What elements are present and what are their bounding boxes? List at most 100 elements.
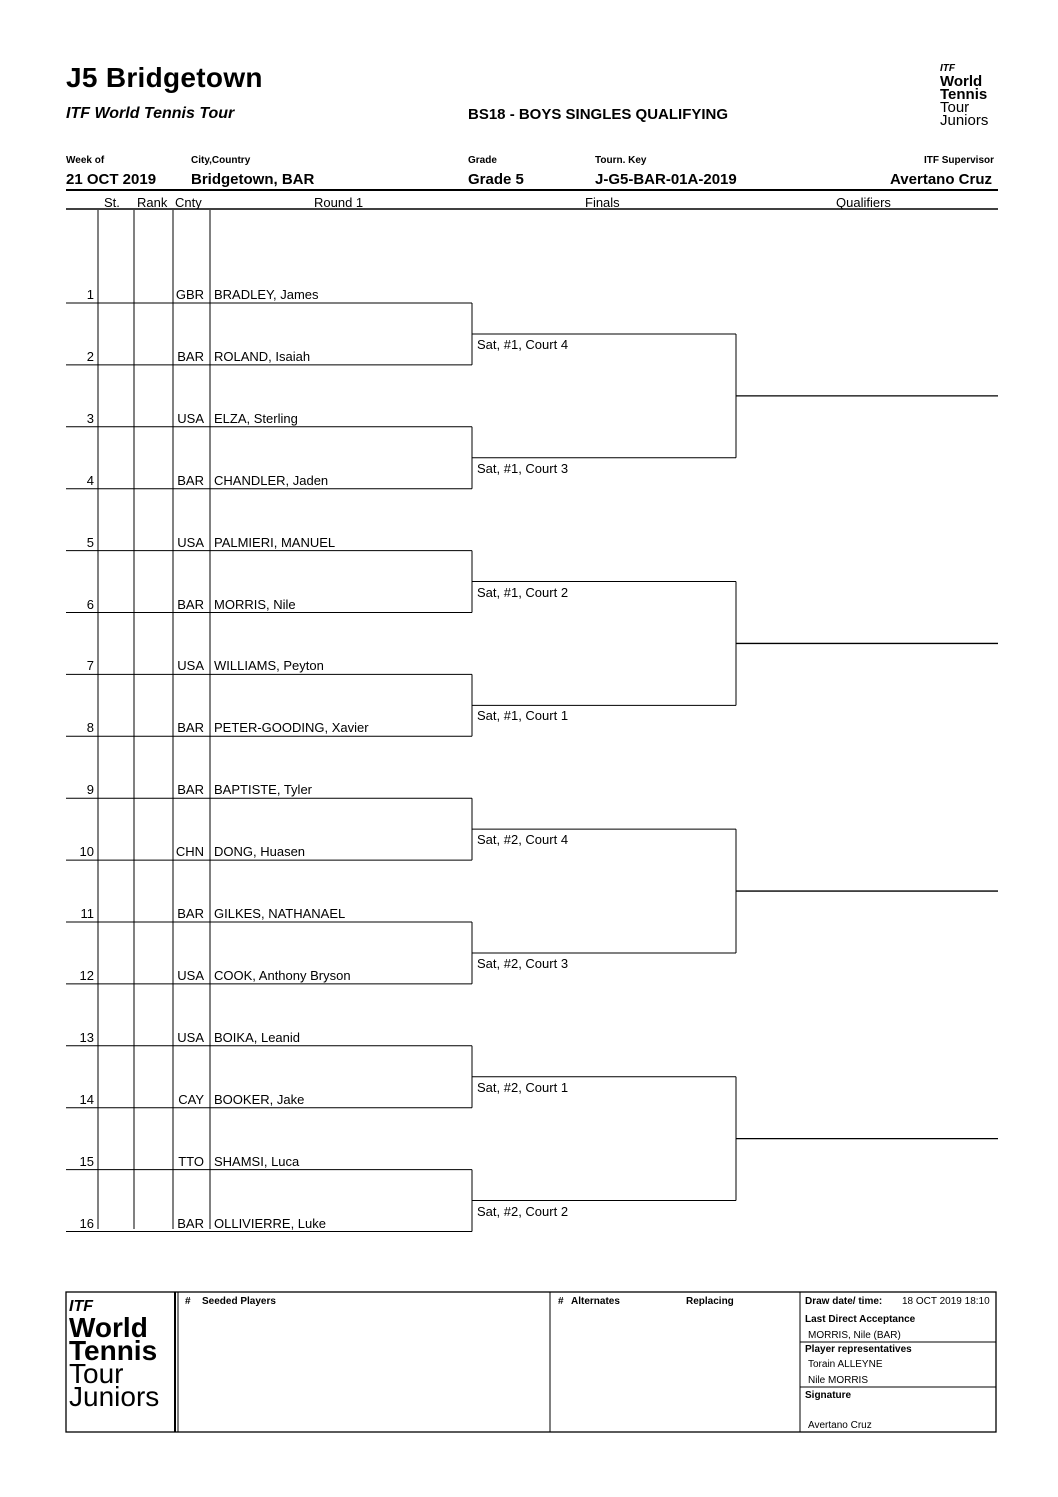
player-country: BAR <box>177 720 204 736</box>
seeded-label: Seeded Players <box>202 1296 276 1307</box>
player-country: USA <box>177 410 204 426</box>
player-country: BAR <box>177 782 204 798</box>
col-round1: Round 1 <box>314 195 364 210</box>
player-name: GILKES, NATHANAEL <box>214 906 346 921</box>
page-subtitle: ITF World Tennis Tour <box>66 105 235 122</box>
supervisor-label: ITF Supervisor <box>923 155 994 166</box>
player-country: GBR <box>175 287 204 302</box>
alternates-hash: # <box>558 1296 564 1307</box>
tourn-key-value: J-G5-BAR-01A-2019 <box>595 171 737 188</box>
signature-label: Signature <box>805 1390 852 1401</box>
draw-position: 1 <box>86 287 94 302</box>
draw-position: 5 <box>86 534 94 550</box>
footer-logo-line-4: Juniors <box>69 1381 160 1412</box>
seeded-hash: # <box>185 1296 191 1307</box>
footer-logo-line-3: Tour <box>69 1358 124 1389</box>
footer-logo-line-2: Tennis <box>69 1335 158 1366</box>
draw-position: 15 <box>79 1153 94 1169</box>
player-name: BOIKA, Leanid <box>214 1029 300 1045</box>
player-country: BAR <box>177 472 204 488</box>
logo-line-2: Tennis <box>940 86 988 103</box>
draw-position: 6 <box>86 596 94 612</box>
match-schedule: Sat, #2, Court 1 <box>477 1079 569 1095</box>
player-country: BAR <box>177 596 204 612</box>
city-value: Bridgetown, BAR <box>191 171 315 188</box>
week-label: Week of <box>66 155 105 166</box>
player-name: CHANDLER, Jaden <box>214 472 329 488</box>
player-country: BAR <box>177 348 204 364</box>
player-name: BRADLEY, James <box>214 287 319 302</box>
tourn-key-label: Tourn. Key <box>595 155 647 166</box>
week-value: 21 OCT 2019 <box>66 171 157 188</box>
draw-position: 10 <box>79 844 94 860</box>
player-name: COOK, Anthony Bryson <box>214 967 351 983</box>
lda-value: MORRIS, Nile (BAR) <box>808 1330 901 1341</box>
city-label: City,Country <box>191 155 251 166</box>
grade-value: Grade 5 <box>468 171 524 188</box>
player-country: BAR <box>177 1215 204 1231</box>
logo-line-4: Juniors <box>940 112 989 129</box>
draw-position: 3 <box>86 410 94 426</box>
player-name: DONG, Huasen <box>214 844 306 860</box>
footer-box <box>65 1291 997 1433</box>
draw-position: 14 <box>79 1091 94 1107</box>
draw-position: 4 <box>86 472 94 488</box>
match-schedule: Sat, #2, Court 2 <box>477 1203 569 1219</box>
match-schedule: Sat, #1, Court 4 <box>477 336 569 352</box>
match-schedule: Sat, #1, Court 2 <box>477 584 569 600</box>
replacing-label: Replacing <box>686 1296 734 1307</box>
logo-line-1: World <box>940 73 983 90</box>
draw-position: 9 <box>86 782 94 798</box>
draw-date-value: 18 OCT 2019 18:10 <box>902 1296 990 1307</box>
player-name: BAPTISTE, Tyler <box>214 782 313 798</box>
player-country: CHN <box>175 844 204 860</box>
grade-label: Grade <box>468 155 497 166</box>
player-name: PALMIERI, MANUEL <box>214 534 336 550</box>
player-country: USA <box>177 1029 204 1045</box>
draw-date-label: Draw date/ time: <box>805 1296 883 1307</box>
event-title: BS18 - BOYS SINGLES QUALIFYING <box>468 106 729 123</box>
itf-footer-logo: ITF World Tennis Tour Juniors <box>69 1298 173 1412</box>
player-country: USA <box>177 534 204 550</box>
player-country: CAY <box>178 1091 204 1107</box>
col-qualifiers: Qualifiers <box>836 195 891 210</box>
player-country: TTO <box>178 1153 204 1169</box>
draw-position: 8 <box>86 720 94 736</box>
supervisor-value: Avertano Cruz <box>890 171 992 188</box>
player-country: BAR <box>177 906 204 921</box>
draw-position: 16 <box>79 1215 94 1231</box>
match-schedule: Sat, #2, Court 3 <box>477 955 569 971</box>
player-name: BOOKER, Jake <box>214 1091 305 1107</box>
logo-line-3: Tour <box>940 99 970 116</box>
col-finals: Finals <box>585 195 620 210</box>
draw-position: 13 <box>79 1029 94 1045</box>
match-schedule: Sat, #1, Court 3 <box>477 460 569 476</box>
footer-logo-line-1: World <box>69 1312 148 1343</box>
match-schedule: Sat, #2, Court 4 <box>477 832 569 848</box>
player-name: MORRIS, Nile <box>214 596 296 612</box>
logo-itf-text: ITF <box>940 63 955 74</box>
draw-position: 11 <box>80 906 95 921</box>
draw-position: 2 <box>86 348 94 364</box>
rep-1: Torain ALLEYNE <box>808 1359 883 1370</box>
signature-value: Avertano Cruz <box>808 1420 872 1431</box>
player-name: PETER-GOODING, Xavier <box>214 720 369 736</box>
draw-position: 12 <box>79 967 94 983</box>
player-country: USA <box>177 658 204 674</box>
rep-2: Nile MORRIS <box>808 1375 869 1386</box>
lda-label: Last Direct Acceptance <box>805 1314 916 1325</box>
player-name: SHAMSI, Luca <box>214 1153 300 1169</box>
footer-logo-itf-text: ITF <box>69 1298 93 1315</box>
col-cnty: Cnty <box>175 195 202 210</box>
page-title: J5 Bridgetown <box>66 62 263 93</box>
player-name: ELZA, Sterling <box>214 410 298 426</box>
header-divider <box>66 189 998 191</box>
col-rank: Rank <box>137 195 168 210</box>
draw-position: 7 <box>86 658 94 674</box>
match-schedule: Sat, #1, Court 1 <box>477 708 569 724</box>
alternates-label: Alternates <box>571 1296 620 1307</box>
player-name: WILLIAMS, Peyton <box>214 658 324 674</box>
player-name: OLLIVIERRE, Luke <box>214 1215 326 1231</box>
